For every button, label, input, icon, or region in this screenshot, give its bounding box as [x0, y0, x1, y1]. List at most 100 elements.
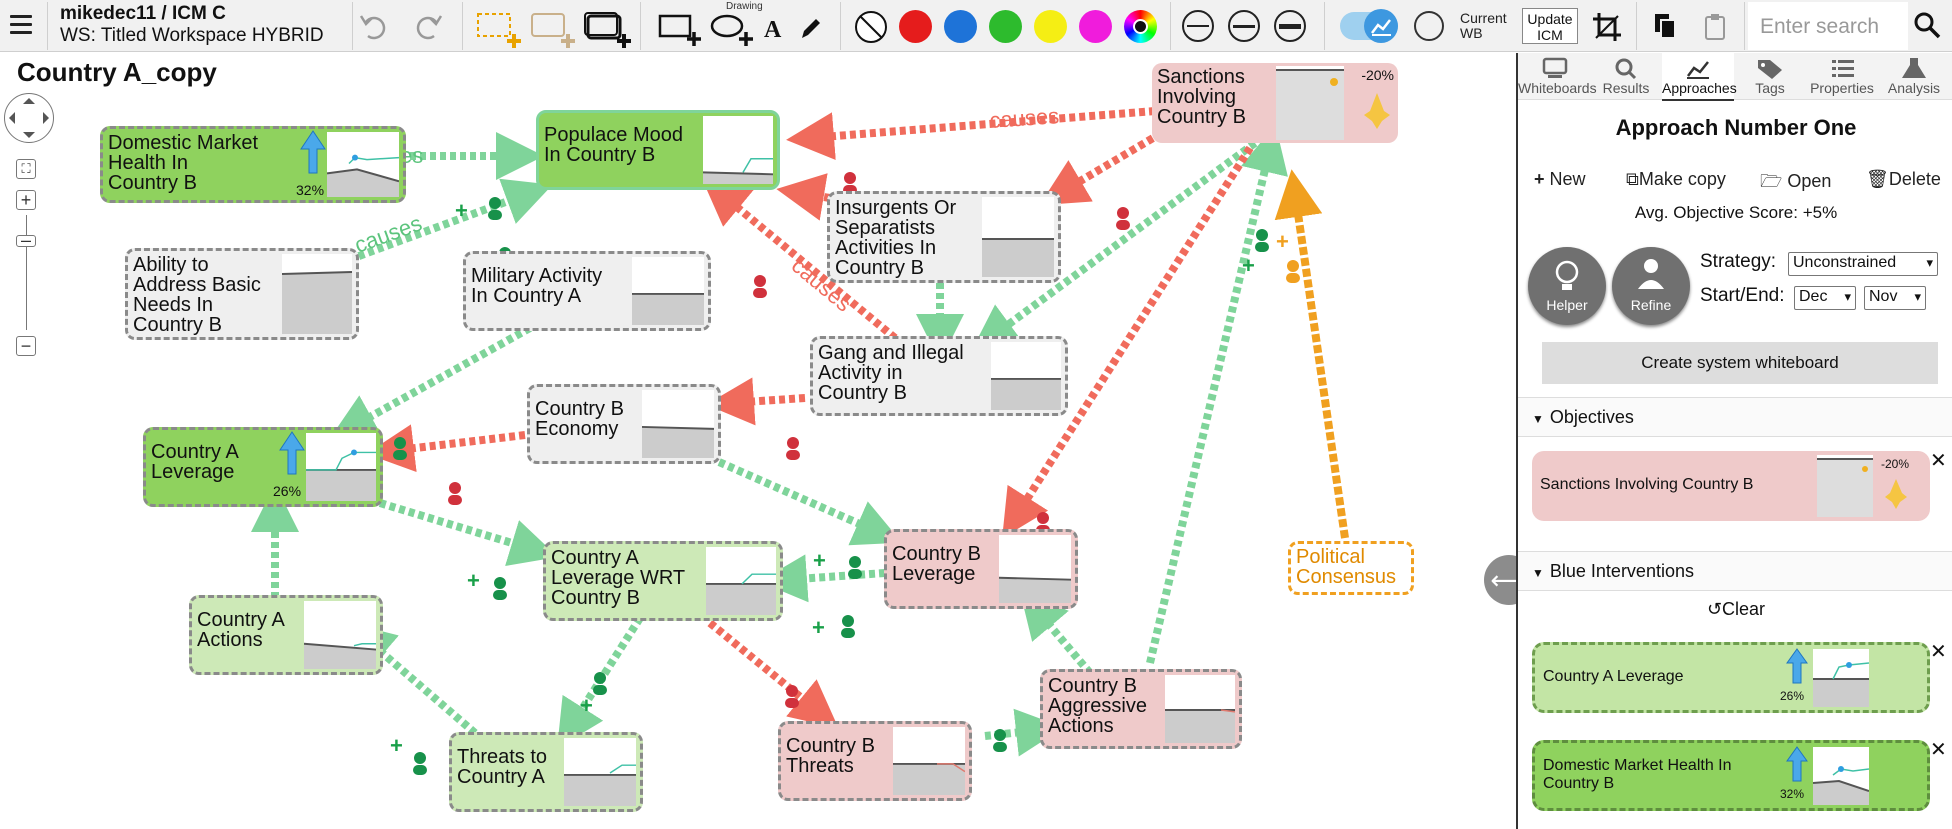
add-light-node-icon[interactable] — [530, 10, 580, 50]
edge-threats-to-actions[interactable] — [346, 622, 478, 737]
line-medium-button[interactable] — [1228, 10, 1260, 42]
remove-intervention-button[interactable]: ✕ — [1930, 641, 1947, 663]
draw-text-icon[interactable]: A — [762, 16, 786, 42]
remove-intervention-button[interactable]: ✕ — [1930, 739, 1947, 761]
tab-properties[interactable]: Properties — [1806, 53, 1878, 99]
tags-icon — [1758, 60, 1782, 79]
search-icon[interactable] — [1912, 10, 1942, 40]
zoom-in-button[interactable]: + — [16, 190, 36, 210]
edge-sanctions-to-bleverage[interactable] — [1002, 145, 1254, 539]
edge-political-to-sanctions[interactable] — [1274, 169, 1349, 539]
zoom-slider-track[interactable] — [26, 215, 27, 330]
edge-ability-to-populace[interactable] — [338, 178, 553, 267]
edge-bleverage-to-wrt[interactable] — [759, 554, 886, 603]
draw-ellipse-icon[interactable] — [710, 12, 754, 48]
view-title: Country A_copy — [17, 57, 217, 87]
line-thin-button[interactable] — [1182, 10, 1214, 42]
paste-icon[interactable] — [1702, 12, 1730, 42]
tab-analysis[interactable]: Analysis — [1878, 53, 1950, 99]
color-yellow-swatch[interactable] — [1034, 10, 1067, 43]
line-thick-button[interactable] — [1274, 10, 1306, 42]
no-color-icon[interactable] — [854, 10, 888, 44]
whiteboard-canvas[interactable]: causes causes causes es ++++ ++++ ++++ +… — [0, 53, 1516, 829]
chart-view-toggle[interactable] — [1340, 9, 1398, 43]
crop-icon[interactable] — [1590, 10, 1624, 44]
intervention-card[interactable]: Country A Leverage 26% — [1532, 642, 1930, 713]
clear-interventions-button[interactable]: ↺Clear — [1706, 599, 1766, 619]
objective-card[interactable]: Sanctions Involving Country B -20% — [1532, 451, 1930, 521]
edge-leverage-to-wrt[interactable] — [378, 499, 558, 567]
strategy-select[interactable]: Unconstrained▾ — [1788, 252, 1938, 276]
zoom-slider-handle[interactable]: – — [16, 231, 36, 249]
objectives-section-header[interactable]: ▼Objectives — [1518, 397, 1952, 437]
edge-gang-to-populace[interactable] — [701, 177, 898, 342]
pan-control[interactable] — [4, 93, 54, 143]
edge-wrt-to-threats[interactable] — [557, 615, 644, 749]
workspace-info[interactable]: mikedec11 / ICM C WS: Titled Workspace H… — [60, 3, 324, 47]
copy-icon[interactable] — [1652, 12, 1680, 42]
edge-threats-to-aggressive[interactable] — [984, 708, 1064, 757]
add-stacked-node-icon[interactable] — [584, 10, 634, 50]
current-wb-radio[interactable] — [1414, 11, 1444, 41]
edge-insurgents-to-populace[interactable] — [776, 173, 831, 221]
search-input[interactable]: Enter search — [1748, 2, 1908, 50]
edge-sanctions-to-insurgents[interactable] — [1039, 124, 1173, 206]
edge-gang-to-economy[interactable] — [706, 377, 806, 426]
refine-button[interactable]: Refine — [1612, 247, 1690, 325]
open-approach-button[interactable]: 🗁 Open — [1760, 171, 1832, 191]
edge-aggressive-to-sanctions[interactable] — [1146, 124, 1288, 664]
delete-approach-button[interactable]: 🗑Delete — [1866, 169, 1941, 189]
blue-interventions-section-header[interactable]: ▼Blue Interventions — [1518, 551, 1952, 591]
edge-military-to-leverage[interactable] — [329, 324, 532, 440]
draw-rectangle-icon[interactable] — [658, 12, 702, 48]
color-picker-icon[interactable] — [1124, 10, 1157, 43]
add-dashed-node-icon[interactable] — [476, 10, 526, 50]
pencil-icon[interactable] — [798, 14, 824, 42]
edge-sanctions-to-populace[interactable] — [786, 107, 1156, 161]
tab-whiteboards[interactable]: Whiteboards — [1518, 53, 1597, 99]
undo-icon[interactable] — [358, 12, 392, 40]
edge-aggressive-to-bleverage[interactable] — [1019, 589, 1094, 676]
color-magenta-swatch[interactable] — [1079, 10, 1112, 43]
edge-sanctions-to-gang[interactable] — [970, 139, 1258, 353]
edge-economy-to-leverage[interactable] — [366, 424, 526, 473]
edge-wrt-to-bthreats[interactable] — [707, 619, 839, 729]
edge-label-causes: causes — [989, 103, 1060, 133]
hamburger-menu-button[interactable] — [6, 10, 36, 40]
tab-approaches[interactable]: Approaches — [1662, 53, 1737, 101]
make-copy-button[interactable]: ⧉Make copy — [1626, 169, 1726, 189]
helper-button[interactable]: Helper — [1528, 247, 1606, 325]
start-month-select[interactable]: Dec▾ — [1794, 286, 1856, 310]
color-blue-swatch[interactable] — [944, 10, 977, 43]
end-month-select[interactable]: Nov▾ — [1864, 286, 1926, 310]
color-green-swatch[interactable] — [989, 10, 1022, 43]
create-system-whiteboard-button[interactable]: Create system whiteboard — [1542, 342, 1938, 384]
zoom-out-button[interactable]: − — [16, 336, 36, 356]
color-red-swatch[interactable] — [899, 10, 932, 43]
edge-economy-to-bleverage[interactable] — [708, 454, 902, 546]
tab-tags[interactable]: Tags — [1734, 53, 1806, 99]
redo-icon[interactable] — [410, 12, 444, 40]
new-approach-button[interactable]: + New — [1534, 169, 1586, 189]
fit-screen-button[interactable]: ⛶ — [16, 159, 36, 179]
remove-objective-button[interactable]: ✕ — [1930, 450, 1947, 472]
tab-results[interactable]: Results — [1590, 53, 1662, 99]
